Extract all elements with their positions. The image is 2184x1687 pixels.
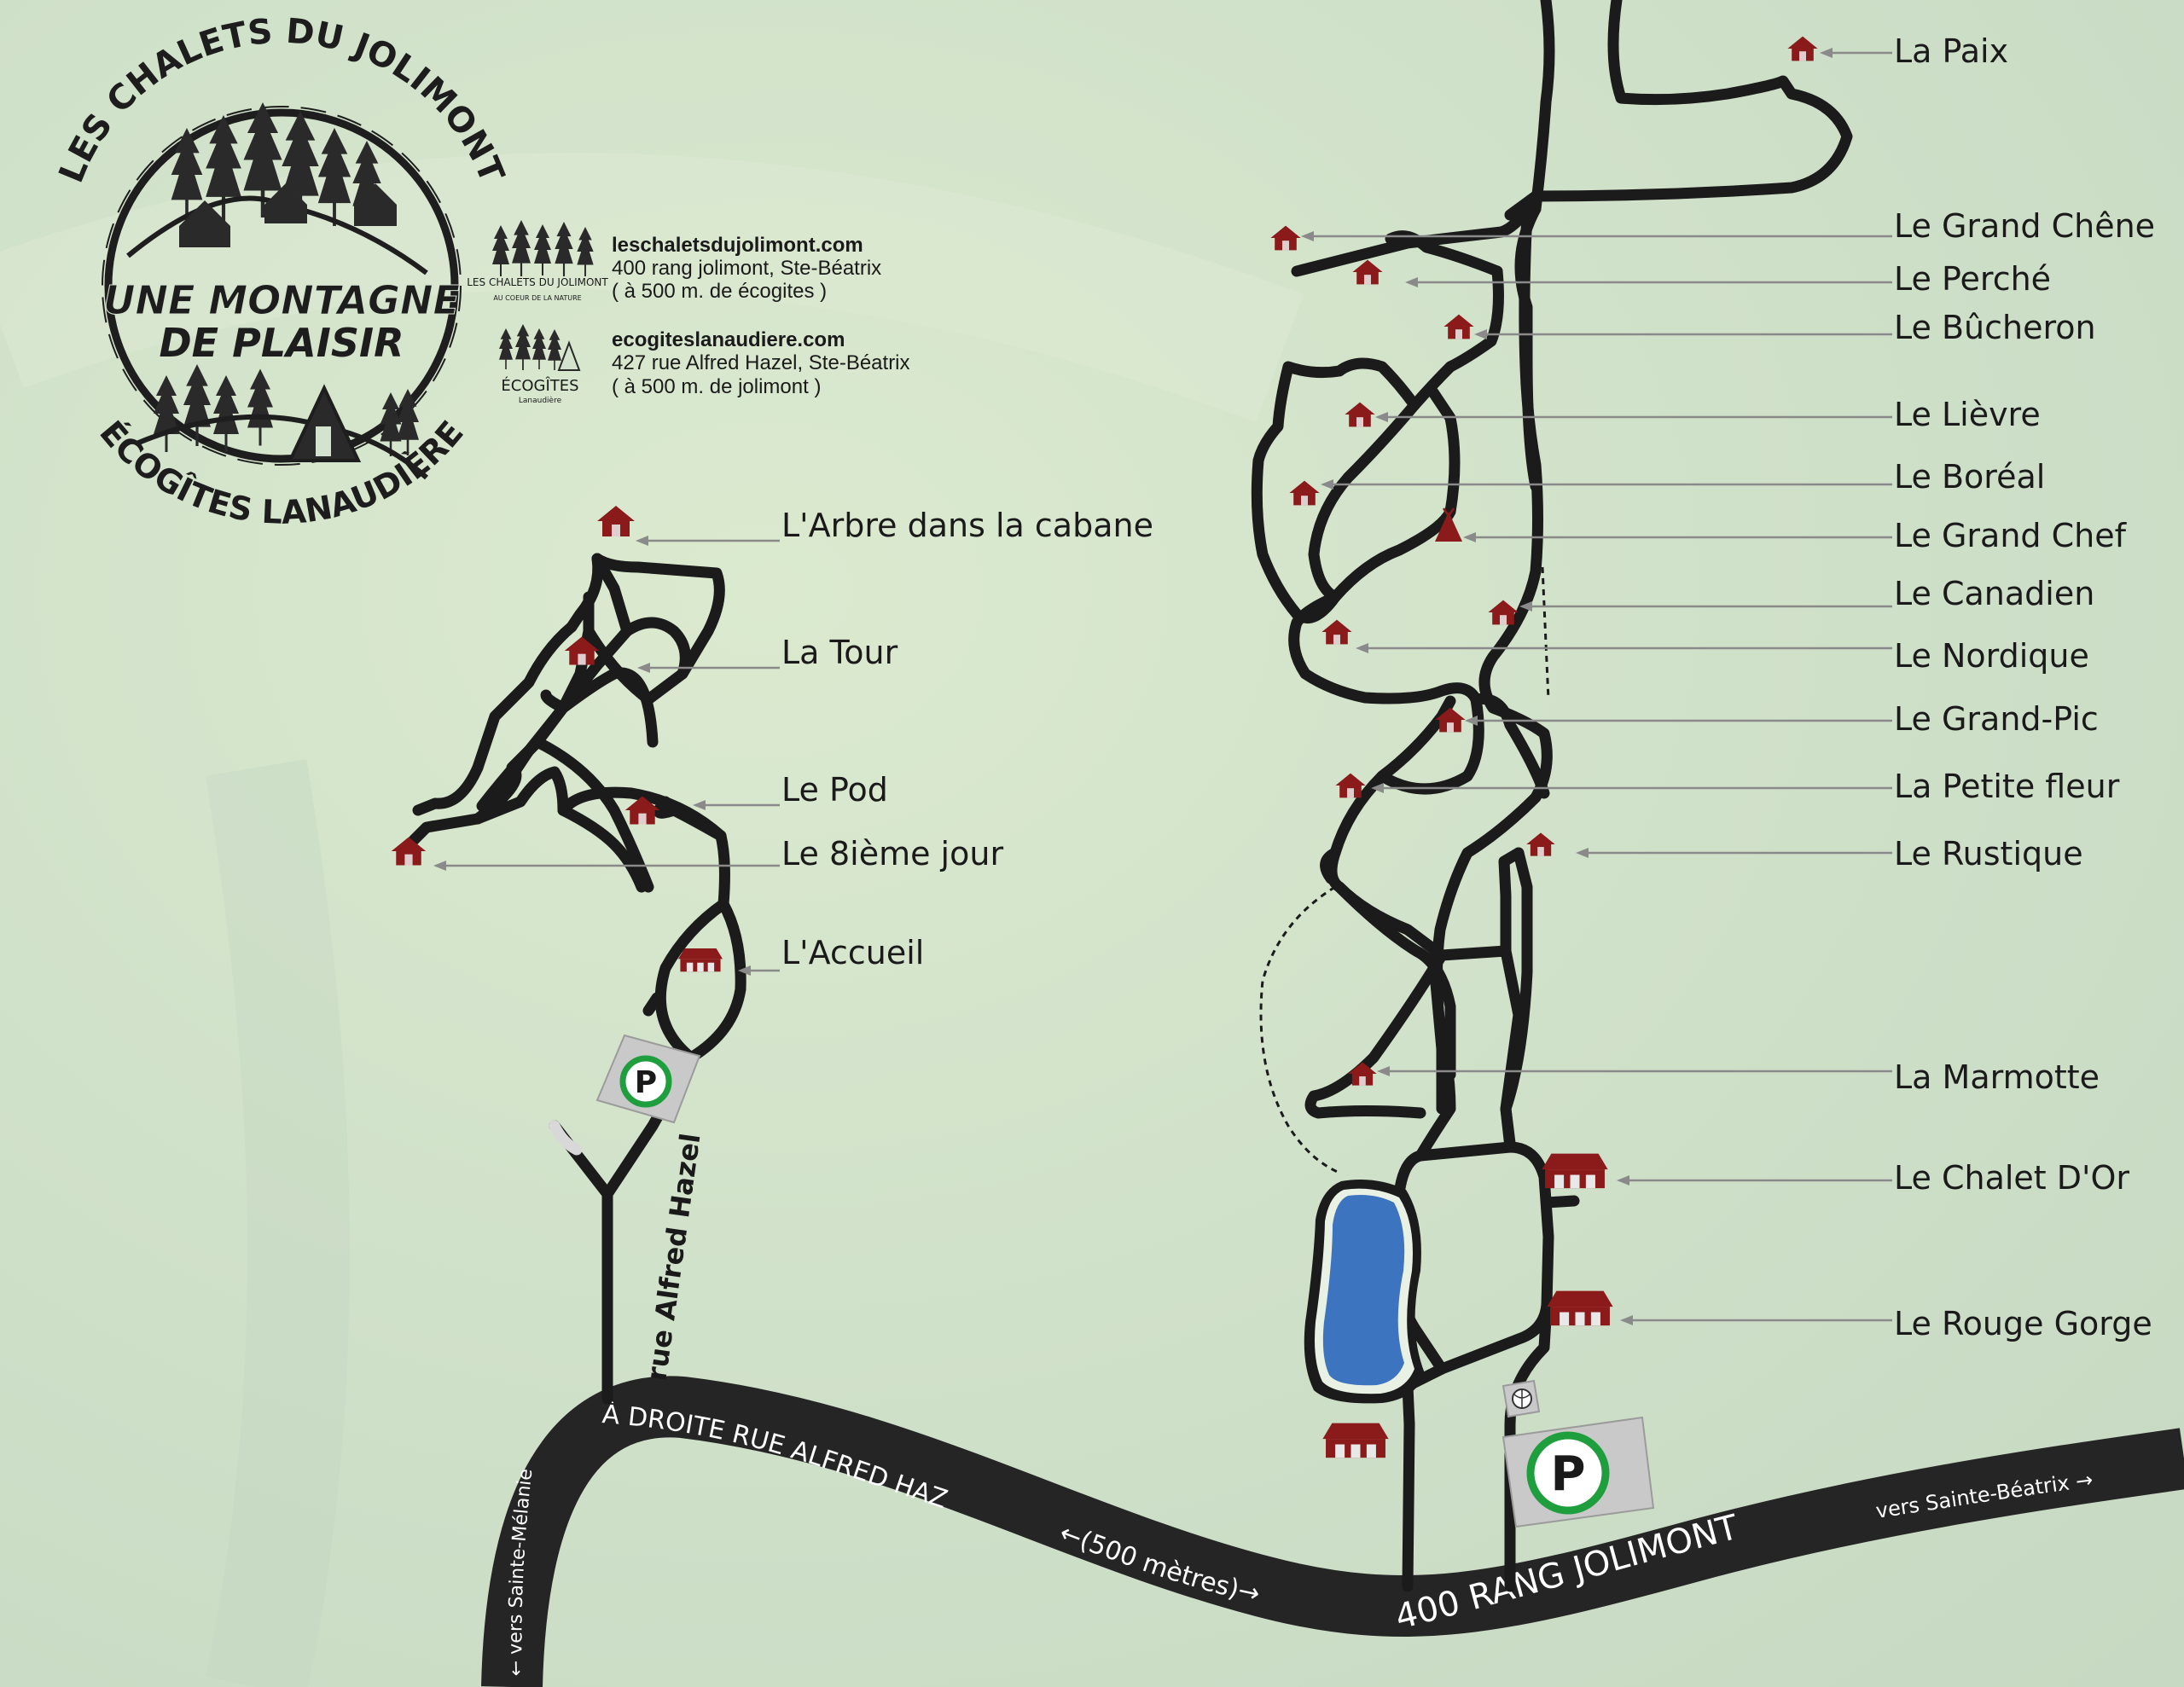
volleyball-icon (1502, 1379, 1541, 1418)
ecogites-logo-name: ÉCOGÎTES (501, 376, 578, 395)
parking-left-symbol: P (635, 1065, 657, 1100)
logo-slogan-line1: UNE MONTAGNE (103, 277, 460, 323)
logo-slogan-line2: DE PLAISIR (159, 320, 404, 366)
info-chalets: LES CHALETS DU JOLIMONT AU COEUR DE LA N… (467, 220, 881, 303)
right-leaders (1301, 48, 1892, 1325)
parking-left: P (595, 1034, 701, 1124)
left-leaders (433, 536, 780, 976)
label-chalet-accueil[interactable]: L'Accueil (781, 934, 924, 971)
parking-right: P (1502, 1416, 1655, 1528)
label-chalet-rouge-gorge[interactable]: Le Rouge Gorge (1894, 1305, 2152, 1342)
label-chalet-chalet-dor[interactable]: Le Chalet D'Or (1894, 1159, 2129, 1197)
label-chalet-8ieme[interactable]: Le 8ième jour (781, 835, 1003, 872)
chalet-icon-accueil (677, 948, 723, 972)
label-chalet-lievre[interactable]: Le Lièvre (1894, 396, 2041, 433)
label-chalet-grand-chene[interactable]: Le Grand Chêne (1894, 207, 2155, 245)
label-chalet-nordique[interactable]: Le Nordique (1894, 637, 2089, 675)
chalets-url[interactable]: leschaletsdujolimont.com (612, 234, 863, 257)
ecogites-distance: ( à 500 m. de jolimont ) (612, 375, 821, 398)
left-trails (408, 553, 746, 1405)
label-chalet-marmotte[interactable]: La Marmotte (1894, 1058, 2100, 1096)
label-chalet-petite-fleur[interactable]: La Petite fleur (1894, 768, 2120, 805)
chalet-icon-rouge-gorge (1547, 1290, 1613, 1326)
chalets-address: 400 rang jolimont, Ste-Béatrix (612, 257, 881, 280)
ecogites-logo-tagline: Lanaudière (519, 396, 562, 405)
lake-icon (1304, 1179, 1425, 1404)
label-chalet-bucheron[interactable]: Le Bûcheron (1894, 309, 2096, 346)
label-chalet-boreal[interactable]: Le Boréal (1894, 458, 2045, 496)
ecogites-address: 427 rue Alfred Hazel, Ste-Béatrix (612, 351, 910, 374)
chalet-icon-chalet-dor (1542, 1153, 1608, 1189)
label-chalet-grand-pic[interactable]: Le Grand-Pic (1894, 700, 2099, 738)
chalet-icon-lake-cabin (1322, 1423, 1389, 1458)
label-chalet-canadien[interactable]: Le Canadien (1894, 575, 2094, 612)
label-chalet-arbre[interactable]: L'Arbre dans la cabane (781, 507, 1153, 544)
label-chalet-perche[interactable]: Le Perché (1894, 260, 2051, 298)
label-chalet-rustique[interactable]: Le Rustique (1894, 835, 2083, 872)
label-chalet-pod[interactable]: Le Pod (781, 771, 888, 809)
left-labels: L'Arbre dans la cabane La Tour Le Pod Le… (781, 507, 1153, 971)
label-chalet-tour[interactable]: La Tour (781, 634, 898, 671)
parking-right-symbol: P (1550, 1446, 1585, 1502)
label-chalet-paix[interactable]: La Paix (1894, 32, 2008, 70)
ecogites-logo: ÉCOGÎTES Lanaudière (499, 324, 581, 405)
chalets-logo-name: LES CHALETS DU JOLIMONT (467, 276, 608, 288)
background-haze-2 (205, 759, 350, 1687)
ecogites-url[interactable]: ecogiteslanaudiere.com (612, 328, 845, 351)
chalets-logo-tagline: AU COEUR DE LA NATURE (493, 294, 581, 302)
right-labels: La Paix Le Grand Chêne Le Perché Le Bûch… (1894, 32, 2155, 1342)
chalets-logo: LES CHALETS DU JOLIMONT AU COEUR DE LA N… (467, 220, 608, 302)
teepee-icon (1435, 507, 1462, 542)
right-trails (1251, 0, 1853, 1592)
background-haze (0, 153, 1304, 422)
label-chalet-grand-chef[interactable]: Le Grand Chef (1894, 517, 2128, 554)
info-ecogites: ÉCOGÎTES Lanaudière ecogiteslanaudiere.c… (499, 324, 910, 405)
chalets-distance: ( à 500 m. de écogites ) (612, 280, 827, 303)
